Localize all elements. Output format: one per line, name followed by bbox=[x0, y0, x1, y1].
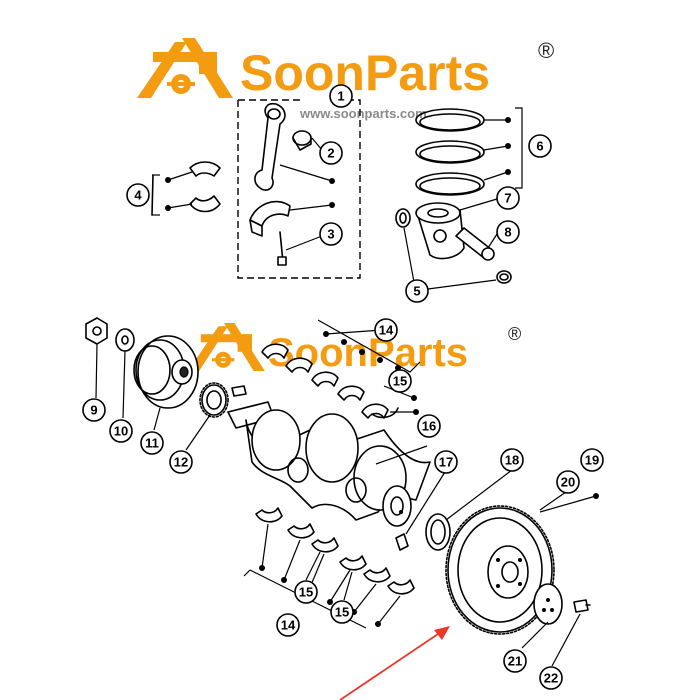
brand-url: www.soonparts.com bbox=[299, 106, 427, 121]
washer bbox=[115, 328, 135, 352]
connecting-rod-group bbox=[237, 99, 361, 279]
callout-12: 12 bbox=[169, 450, 193, 474]
svg-text:19: 19 bbox=[585, 453, 599, 468]
lower-main-bearings bbox=[243, 507, 415, 629]
highlight-arrow bbox=[339, 626, 450, 700]
crankshaft bbox=[227, 401, 431, 551]
upper-main-bearings bbox=[261, 319, 421, 419]
callout-14-upper: 14 bbox=[374, 318, 398, 342]
callout-15-lower-a: 15 bbox=[294, 580, 318, 604]
svg-text:2: 2 bbox=[327, 146, 334, 161]
brand-name-top: SoonParts bbox=[240, 45, 490, 101]
watermark-middle: SoonParts ® bbox=[188, 323, 521, 375]
callout-1: 1 bbox=[329, 84, 353, 108]
callout-20: 20 bbox=[556, 470, 580, 494]
piston-rings bbox=[415, 107, 523, 196]
svg-text:3: 3 bbox=[327, 227, 334, 242]
registered-mark-middle: ® bbox=[508, 324, 521, 344]
svg-text:15: 15 bbox=[393, 374, 407, 389]
callout-14-lower: 14 bbox=[276, 613, 300, 637]
svg-text:18: 18 bbox=[505, 453, 519, 468]
svg-text:10: 10 bbox=[114, 424, 128, 439]
watermark-top: SoonParts ® www.soonparts.com bbox=[137, 38, 554, 121]
svg-text:14: 14 bbox=[379, 323, 394, 338]
callout-10: 10 bbox=[109, 419, 133, 443]
svg-text:7: 7 bbox=[504, 191, 511, 206]
svg-text:8: 8 bbox=[504, 225, 511, 240]
callout-17: 17 bbox=[434, 450, 458, 474]
svg-text:9: 9 bbox=[90, 403, 97, 418]
callout-15-upper: 15 bbox=[388, 369, 412, 393]
svg-text:16: 16 bbox=[422, 419, 436, 434]
callout-7: 7 bbox=[496, 186, 520, 210]
crank-gear bbox=[199, 382, 229, 418]
soonparts-logo-icon bbox=[137, 38, 233, 98]
svg-text:22: 22 bbox=[544, 671, 558, 686]
flywheel-plate bbox=[533, 583, 563, 625]
crank-front-parts bbox=[85, 317, 247, 451]
callout-2: 2 bbox=[319, 141, 343, 165]
svg-text:5: 5 bbox=[413, 284, 420, 299]
svg-text:1: 1 bbox=[337, 89, 344, 104]
svg-text:4: 4 bbox=[134, 188, 142, 203]
nut bbox=[85, 317, 108, 345]
bushing bbox=[292, 130, 312, 151]
callout-labels: 1 2 3 4 5 6 7 8 9 10 11 12 14 15 16 17 1… bbox=[82, 84, 604, 690]
svg-text:15: 15 bbox=[335, 605, 349, 620]
callout-11: 11 bbox=[140, 431, 164, 455]
callout-18: 18 bbox=[500, 448, 524, 472]
callout-16: 16 bbox=[417, 414, 441, 438]
callout-4: 4 bbox=[126, 183, 150, 207]
svg-text:17: 17 bbox=[439, 455, 453, 470]
piston-assembly bbox=[395, 198, 512, 290]
registered-mark-top: ® bbox=[538, 38, 554, 63]
flywheel-bolt bbox=[573, 599, 591, 613]
callout-8: 8 bbox=[496, 220, 520, 244]
callout-15-lower-b: 15 bbox=[330, 600, 354, 624]
flywheel bbox=[445, 461, 599, 667]
svg-text:20: 20 bbox=[561, 475, 575, 490]
svg-text:12: 12 bbox=[174, 455, 188, 470]
callout-6: 6 bbox=[528, 134, 552, 158]
callout-3: 3 bbox=[319, 222, 343, 246]
soonparts-logo-icon bbox=[188, 323, 265, 371]
svg-text:21: 21 bbox=[508, 654, 522, 669]
svg-text:14: 14 bbox=[281, 618, 296, 633]
callout-22: 22 bbox=[539, 666, 563, 690]
callout-9: 9 bbox=[82, 398, 106, 422]
rod-cap bbox=[249, 200, 291, 227]
callout-5-upper: 5 bbox=[405, 279, 429, 303]
callout-21: 21 bbox=[503, 649, 527, 673]
rear-seal bbox=[405, 469, 513, 551]
rod-bearings bbox=[151, 161, 221, 216]
svg-text:6: 6 bbox=[536, 139, 543, 154]
callout-19: 19 bbox=[580, 448, 604, 472]
pulley bbox=[133, 335, 199, 409]
connecting-rod bbox=[254, 102, 286, 191]
svg-text:15: 15 bbox=[299, 585, 313, 600]
svg-text:11: 11 bbox=[145, 436, 159, 451]
